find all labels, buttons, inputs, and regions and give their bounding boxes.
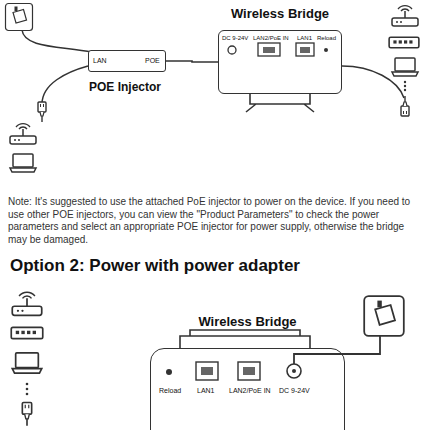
port-label: LAN2/PoE IN <box>229 387 271 395</box>
port-label: LAN2/PoE IN <box>253 35 289 42</box>
port-label: DC 9-24V <box>279 387 310 395</box>
poe-injector: LANPOEPOE Injector <box>88 50 166 72</box>
cable <box>166 61 218 62</box>
port-label: LAN1 <box>297 35 312 42</box>
port-label: LAN <box>93 57 107 65</box>
wireless-bridge: Wireless BridgeDC 9-24VLAN2/PoE INLAN1Re… <box>218 30 342 94</box>
device-heading: POE Injector <box>89 81 161 94</box>
port-label: LAN1 <box>197 387 215 395</box>
port-label: POE <box>145 57 160 65</box>
note-text: Note: It's suggested to use the attached… <box>8 196 420 246</box>
port-label: DC 9-24V <box>222 35 248 42</box>
device-heading: Wireless Bridge <box>151 315 344 329</box>
wireless-bridge: Wireless BridgeReloadLAN1LAN2/PoE INDC 9… <box>150 348 345 430</box>
port-label: Reload <box>159 387 181 395</box>
device-heading: Wireless Bridge <box>219 7 341 21</box>
port-label: Reload <box>317 35 336 42</box>
section-heading: Option 2: Power with power adapter <box>10 256 300 276</box>
